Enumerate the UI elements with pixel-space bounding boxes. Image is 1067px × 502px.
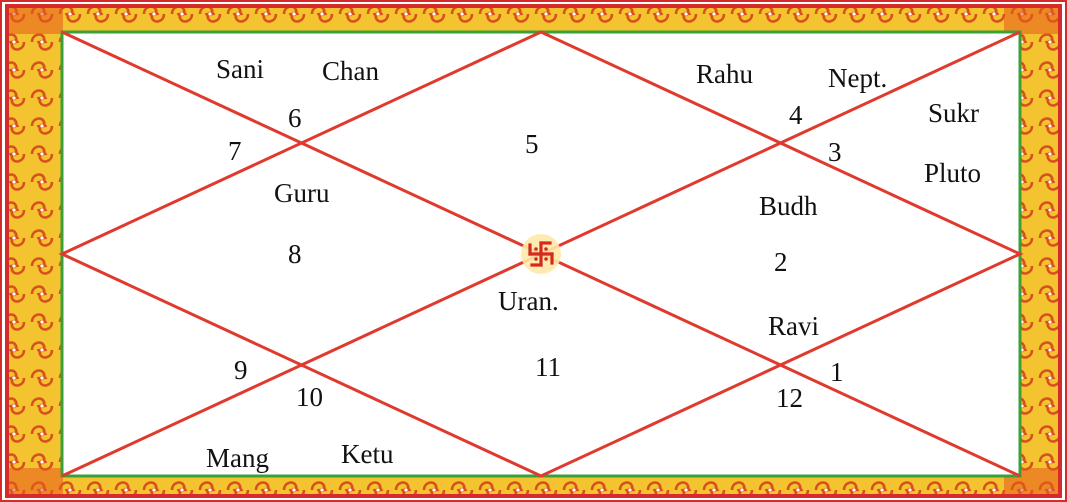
planet-sani: Sani <box>216 54 264 84</box>
house-number-5: 5 <box>525 129 539 159</box>
corner-accent-tr <box>1004 8 1058 34</box>
corner-accent-tl <box>9 8 63 34</box>
planet-budh: Budh <box>759 191 818 221</box>
planet-nept: Nept. <box>828 63 887 93</box>
house-number-6: 6 <box>288 103 302 133</box>
planet-uran: Uran. <box>498 286 559 316</box>
planet-pluto: Pluto <box>924 158 981 188</box>
planet-sukr: Sukr <box>928 98 979 128</box>
inner-diamond <box>58 30 1024 478</box>
planet-mang: Mang <box>206 443 269 473</box>
house-number-11: 11 <box>535 352 561 382</box>
house-number-1: 1 <box>830 357 844 387</box>
planet-rahu: Rahu <box>696 59 753 89</box>
house-number-4: 4 <box>789 100 803 130</box>
swastika-icon <box>521 234 561 274</box>
house-number-2: 2 <box>774 247 788 277</box>
planet-ketu: Ketu <box>341 439 394 469</box>
house-number-3: 3 <box>828 137 842 167</box>
house-number-10: 10 <box>296 382 323 412</box>
planet-ravi: Ravi <box>768 311 819 341</box>
house-number-9: 9 <box>234 355 248 385</box>
house-number-12: 12 <box>776 383 803 413</box>
house-number-8: 8 <box>288 239 302 269</box>
house-number-7: 7 <box>228 136 242 166</box>
planet-chan: Chan <box>322 56 379 86</box>
corner-accent-bl <box>9 468 63 494</box>
planet-guru: Guru <box>274 178 330 208</box>
